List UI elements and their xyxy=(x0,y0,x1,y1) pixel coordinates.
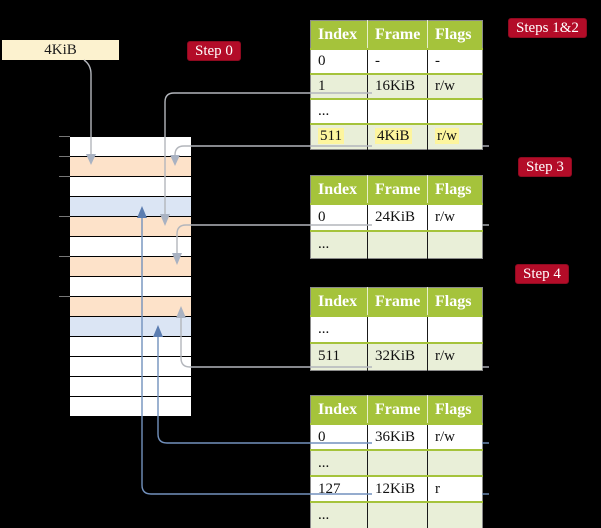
column-header-flags: Flags xyxy=(427,20,483,49)
table-cell xyxy=(367,501,428,528)
memory-frame-32kib xyxy=(70,297,191,317)
column-header-index: Index xyxy=(310,395,368,424)
memory-frame-52kib xyxy=(70,397,191,417)
memory-tick xyxy=(59,156,70,157)
table-row: ... xyxy=(310,449,483,476)
memory-frame-48kib xyxy=(70,377,191,397)
table-cell xyxy=(367,230,428,258)
column-header-frame: Frame xyxy=(367,395,428,424)
highlighted-value: r/w xyxy=(435,128,459,145)
table-row: ... xyxy=(310,230,483,258)
memory-frame-24kib xyxy=(70,257,191,277)
table-cell: 0 xyxy=(310,423,368,450)
badge-steps-1-2: Steps 1&2 xyxy=(508,18,587,38)
table-cell xyxy=(367,315,428,343)
table-cell: r/w xyxy=(427,342,483,370)
memory-frame-44kib xyxy=(70,357,191,377)
column-header-flags: Flags xyxy=(427,287,483,316)
column-header-index: Index xyxy=(310,175,368,204)
memory-tick xyxy=(59,296,70,297)
table-cell: ... xyxy=(310,501,368,528)
table-cell: - xyxy=(427,48,483,74)
table-row: 511 4KiB r/w xyxy=(310,123,483,149)
memory-tick xyxy=(59,216,70,217)
column-header-flags: Flags xyxy=(427,395,483,424)
table-cell: 24KiB xyxy=(367,203,428,231)
badge-step-0: Step 0 xyxy=(187,41,241,61)
table-row: ... xyxy=(310,315,483,343)
table-cell: ... xyxy=(310,449,368,476)
table-cell xyxy=(427,230,483,258)
column-header-index: Index xyxy=(310,287,368,316)
table-cell: 16KiB xyxy=(367,73,428,99)
table-cell: 32KiB xyxy=(367,342,428,370)
table-cell: ... xyxy=(310,315,368,343)
table-cell: 4KiB xyxy=(367,123,428,149)
table-cell xyxy=(367,449,428,476)
table-cell: r/w xyxy=(427,203,483,231)
memory-frame-0kib xyxy=(70,137,191,157)
table-cell: - xyxy=(367,48,428,74)
column-header-frame: Frame xyxy=(367,287,428,316)
table-cell xyxy=(427,449,483,476)
table-cell: ... xyxy=(310,98,368,124)
table-cell: r xyxy=(427,475,483,502)
table-cell: 511 xyxy=(310,342,368,370)
table-cell: r/w xyxy=(427,73,483,99)
badge-step-4: Step 4 xyxy=(515,264,569,284)
memory-frame-16kib xyxy=(70,217,191,237)
column-header-flags: Flags xyxy=(427,175,483,204)
table-cell: 12KiB xyxy=(367,475,428,502)
highlighted-value: 4KiB xyxy=(375,128,412,145)
table-cell: r/w xyxy=(427,423,483,450)
badge-step-3: Step 3 xyxy=(518,157,572,177)
memory-tick xyxy=(59,176,70,177)
memory-frame-28kib xyxy=(70,277,191,297)
table-cell: 511 xyxy=(310,123,368,149)
table-row: ... xyxy=(310,501,483,528)
physical-memory-column xyxy=(70,136,191,417)
column-header-index: Index xyxy=(310,20,368,49)
table-cell: 36KiB xyxy=(367,423,428,450)
table-cell xyxy=(367,98,428,124)
column-header-frame: Frame xyxy=(367,175,428,204)
table-cell xyxy=(427,315,483,343)
table-cell: 0 xyxy=(310,203,368,231)
table-cell xyxy=(427,501,483,528)
highlighted-value: 511 xyxy=(318,128,344,145)
memory-tick xyxy=(59,256,70,257)
page-size-label: 4KiB xyxy=(2,40,119,60)
table-cell xyxy=(427,98,483,124)
table-cell: 0 xyxy=(310,48,368,74)
memory-frame-8kib xyxy=(70,177,191,197)
memory-frame-20kib xyxy=(70,237,191,257)
table-row: ... xyxy=(310,98,483,124)
memory-frame-12kib xyxy=(70,197,191,217)
memory-frame-4kib xyxy=(70,157,191,177)
column-header-frame: Frame xyxy=(367,20,428,49)
table-cell: 127 xyxy=(310,475,368,502)
table-cell: 1 xyxy=(310,73,368,99)
memory-frame-36kib xyxy=(70,317,191,337)
table-cell: r/w xyxy=(427,123,483,149)
memory-tick xyxy=(59,136,70,137)
table-cell: ... xyxy=(310,230,368,258)
memory-frame-40kib xyxy=(70,337,191,357)
table-row: 0-- xyxy=(310,48,483,74)
